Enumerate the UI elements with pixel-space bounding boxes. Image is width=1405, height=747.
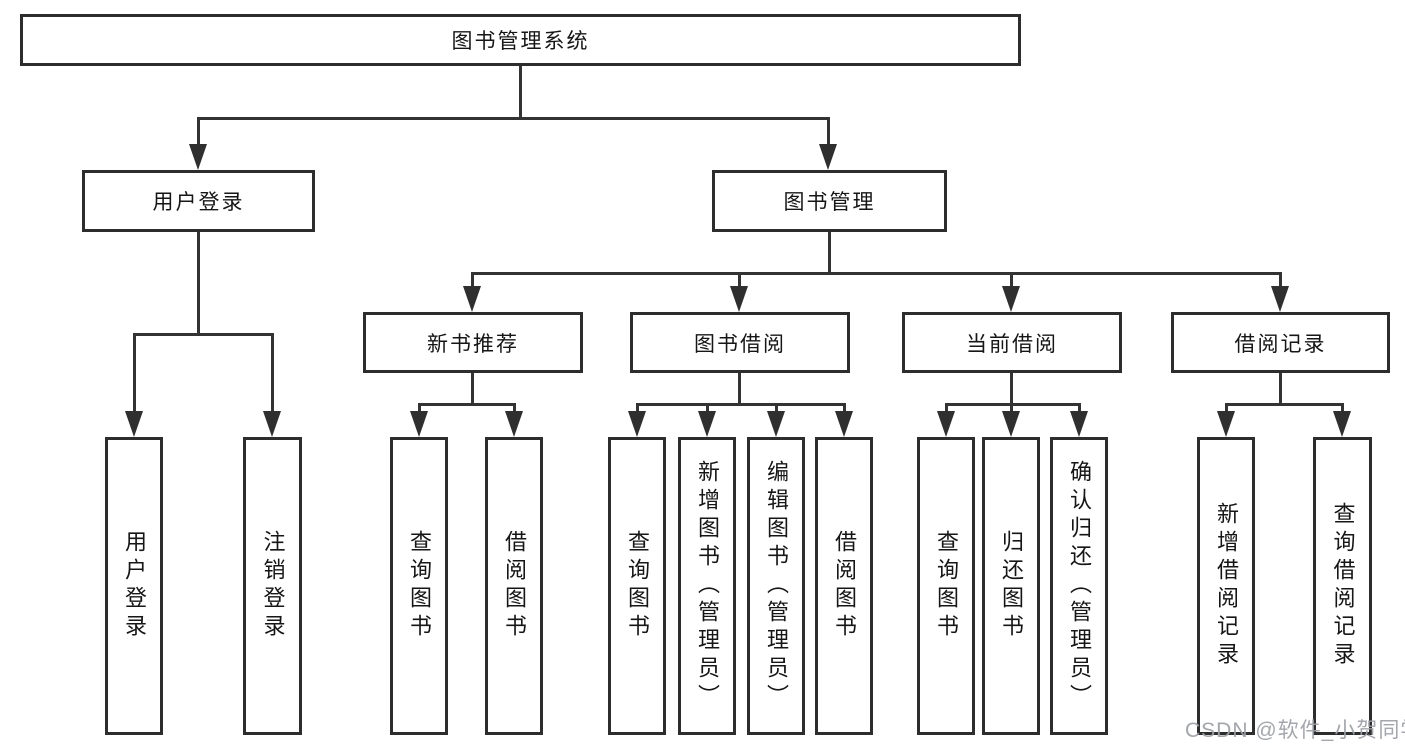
connector-line: [1078, 405, 1081, 413]
arrowhead-down-icon: [730, 286, 748, 312]
leaf-label: 查询借阅记录: [1330, 502, 1356, 670]
connector-line: [827, 119, 830, 146]
leaf-label: 归还图书: [999, 530, 1024, 642]
arrowhead-down-icon: [698, 411, 716, 437]
connector-line: [1010, 373, 1013, 405]
connector-line: [945, 403, 1081, 406]
arrowhead-down-icon: [767, 411, 785, 437]
connector-line: [636, 405, 639, 413]
connector-line: [1279, 274, 1282, 288]
connector-line: [1279, 373, 1282, 405]
leaf-edit-books-admin: 编辑图书（管理员）: [747, 437, 805, 735]
connector-line: [133, 333, 274, 336]
leaf-query-books-borrowing: 查询图书: [608, 437, 666, 735]
node-book-management: 图书管理: [712, 170, 947, 232]
leaf-label: 借阅图书: [832, 530, 857, 642]
leaf-label: 注销登录: [260, 530, 286, 642]
leaf-label: 编辑图书（管理员）: [764, 460, 789, 712]
leaf-query-borrow-record: 查询借阅记录: [1313, 437, 1372, 735]
connector-line: [775, 405, 778, 413]
connector-line: [418, 405, 421, 413]
connector-line: [1225, 405, 1228, 413]
connector-line: [519, 66, 522, 119]
leaf-label: 确认归还（管理员）: [1067, 460, 1092, 712]
arrowhead-down-icon: [1271, 286, 1289, 312]
arrowhead-down-icon: [463, 286, 481, 312]
node-current-borrowing: 当前借阅: [902, 312, 1122, 373]
connector-line: [1341, 405, 1344, 413]
leaf-borrow-books-borrowing: 借阅图书: [815, 437, 873, 735]
arrowhead-down-icon: [505, 411, 523, 437]
connector-line: [843, 405, 846, 413]
leaf-user-login: 用户登录: [105, 437, 163, 735]
leaf-label: 查询图书: [625, 530, 650, 642]
leaf-label: 用户登录: [122, 530, 147, 642]
node-user-login: 用户登录: [82, 170, 315, 232]
leaf-query-books-recommend: 查询图书: [390, 437, 448, 735]
csdn-watermark: CSDN @软件_小贺同学: [1185, 719, 1405, 742]
arrowhead-down-icon: [1002, 286, 1020, 312]
node-new-book-recommendation: 新书推荐: [363, 312, 583, 373]
connector-line: [706, 405, 709, 413]
leaf-borrow-books-recommend: 借阅图书: [485, 437, 543, 735]
connector-line: [471, 274, 474, 288]
node-library-management-system: 图书管理系统: [20, 14, 1021, 66]
arrowhead-down-icon: [189, 144, 207, 170]
node-borrowing-records: 借阅记录: [1171, 312, 1390, 373]
connector-line: [471, 373, 474, 405]
leaf-confirm-return-admin: 确认归还（管理员）: [1050, 437, 1108, 735]
connector-line: [828, 232, 831, 274]
arrowhead-down-icon: [1070, 411, 1088, 437]
connector-line: [1010, 405, 1013, 413]
connector-line: [636, 403, 846, 406]
connector-line: [197, 119, 200, 146]
connector-line: [271, 335, 274, 413]
leaf-label: 新增借阅记录: [1214, 502, 1239, 670]
connector-line: [418, 403, 516, 406]
connector-line: [1225, 403, 1344, 406]
connector-line: [945, 405, 948, 413]
leaf-return-books: 归还图书: [982, 437, 1040, 735]
connector-line: [133, 335, 136, 413]
connector-line: [513, 405, 516, 413]
arrowhead-down-icon: [1002, 411, 1020, 437]
arrowhead-down-icon: [819, 144, 837, 170]
leaf-label: 借阅图书: [502, 530, 527, 642]
arrowhead-down-icon: [628, 411, 646, 437]
arrowhead-down-icon: [937, 411, 955, 437]
connector-line: [738, 373, 741, 405]
arrowhead-down-icon: [1217, 411, 1235, 437]
connector-line: [197, 117, 830, 120]
connector-line: [1010, 274, 1013, 288]
arrowhead-down-icon: [263, 411, 281, 437]
leaf-add-borrow-record: 新增借阅记录: [1197, 437, 1255, 735]
connector-line: [471, 272, 1282, 275]
node-book-borrowing: 图书借阅: [630, 312, 850, 373]
arrowhead-down-icon: [1333, 411, 1351, 437]
leaf-add-books-admin: 新增图书（管理员）: [678, 437, 736, 735]
arrowhead-down-icon: [835, 411, 853, 437]
leaf-label: 查询图书: [407, 530, 432, 642]
leaf-label: 查询图书: [934, 530, 959, 642]
leaf-query-books-current: 查询图书: [917, 437, 975, 735]
arrowhead-down-icon: [125, 411, 143, 437]
arrowhead-down-icon: [410, 411, 428, 437]
leaf-label: 新增图书（管理员）: [695, 460, 720, 712]
leaf-logout: 注销登录: [243, 437, 302, 735]
connector-line: [738, 274, 741, 288]
connector-line: [197, 232, 200, 335]
